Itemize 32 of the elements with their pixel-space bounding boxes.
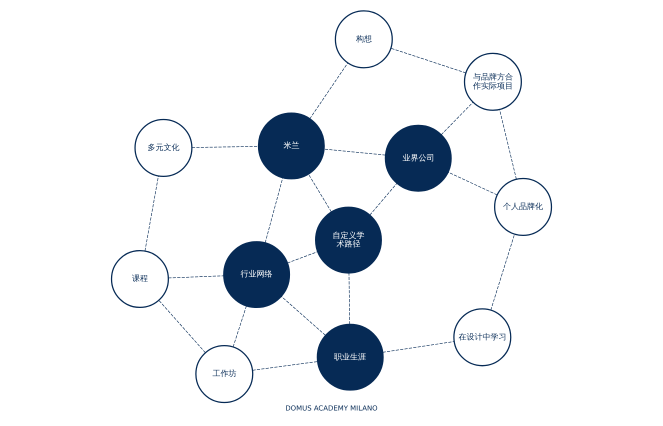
connector [280, 296, 326, 336]
connector [324, 148, 386, 156]
node-circle: 多元文化 [134, 118, 193, 177]
connector [310, 62, 348, 120]
node-circle: 课程 [110, 250, 169, 308]
connector [382, 341, 455, 353]
connector [287, 251, 318, 264]
node-circle: 工作坊 [195, 345, 254, 404]
connector [158, 300, 206, 354]
connector [192, 146, 259, 148]
node-circle: 构想 [334, 10, 393, 68]
node-circle: 米兰 [258, 112, 325, 180]
node-circle: 职业生涯 [316, 324, 384, 391]
node-circle: 行业网络 [223, 241, 290, 308]
connector [448, 172, 498, 196]
connector [490, 234, 515, 310]
connector [308, 174, 332, 212]
node-circle: 个人品牌化 [494, 178, 552, 236]
connector [390, 48, 466, 74]
connector [252, 361, 318, 371]
connector [348, 272, 350, 325]
connector [369, 183, 398, 216]
node-circle: 在设计中学习 [453, 308, 512, 366]
connector [144, 176, 159, 252]
node-circle: 自定义学术路径 [315, 206, 382, 274]
connector [264, 177, 284, 244]
node-circle: 与品牌方合作实际项目 [464, 52, 522, 111]
connector [499, 109, 517, 180]
node-circle: 业界公司 [384, 124, 452, 192]
connector [168, 276, 224, 278]
connector [440, 102, 474, 136]
connector [232, 306, 247, 348]
